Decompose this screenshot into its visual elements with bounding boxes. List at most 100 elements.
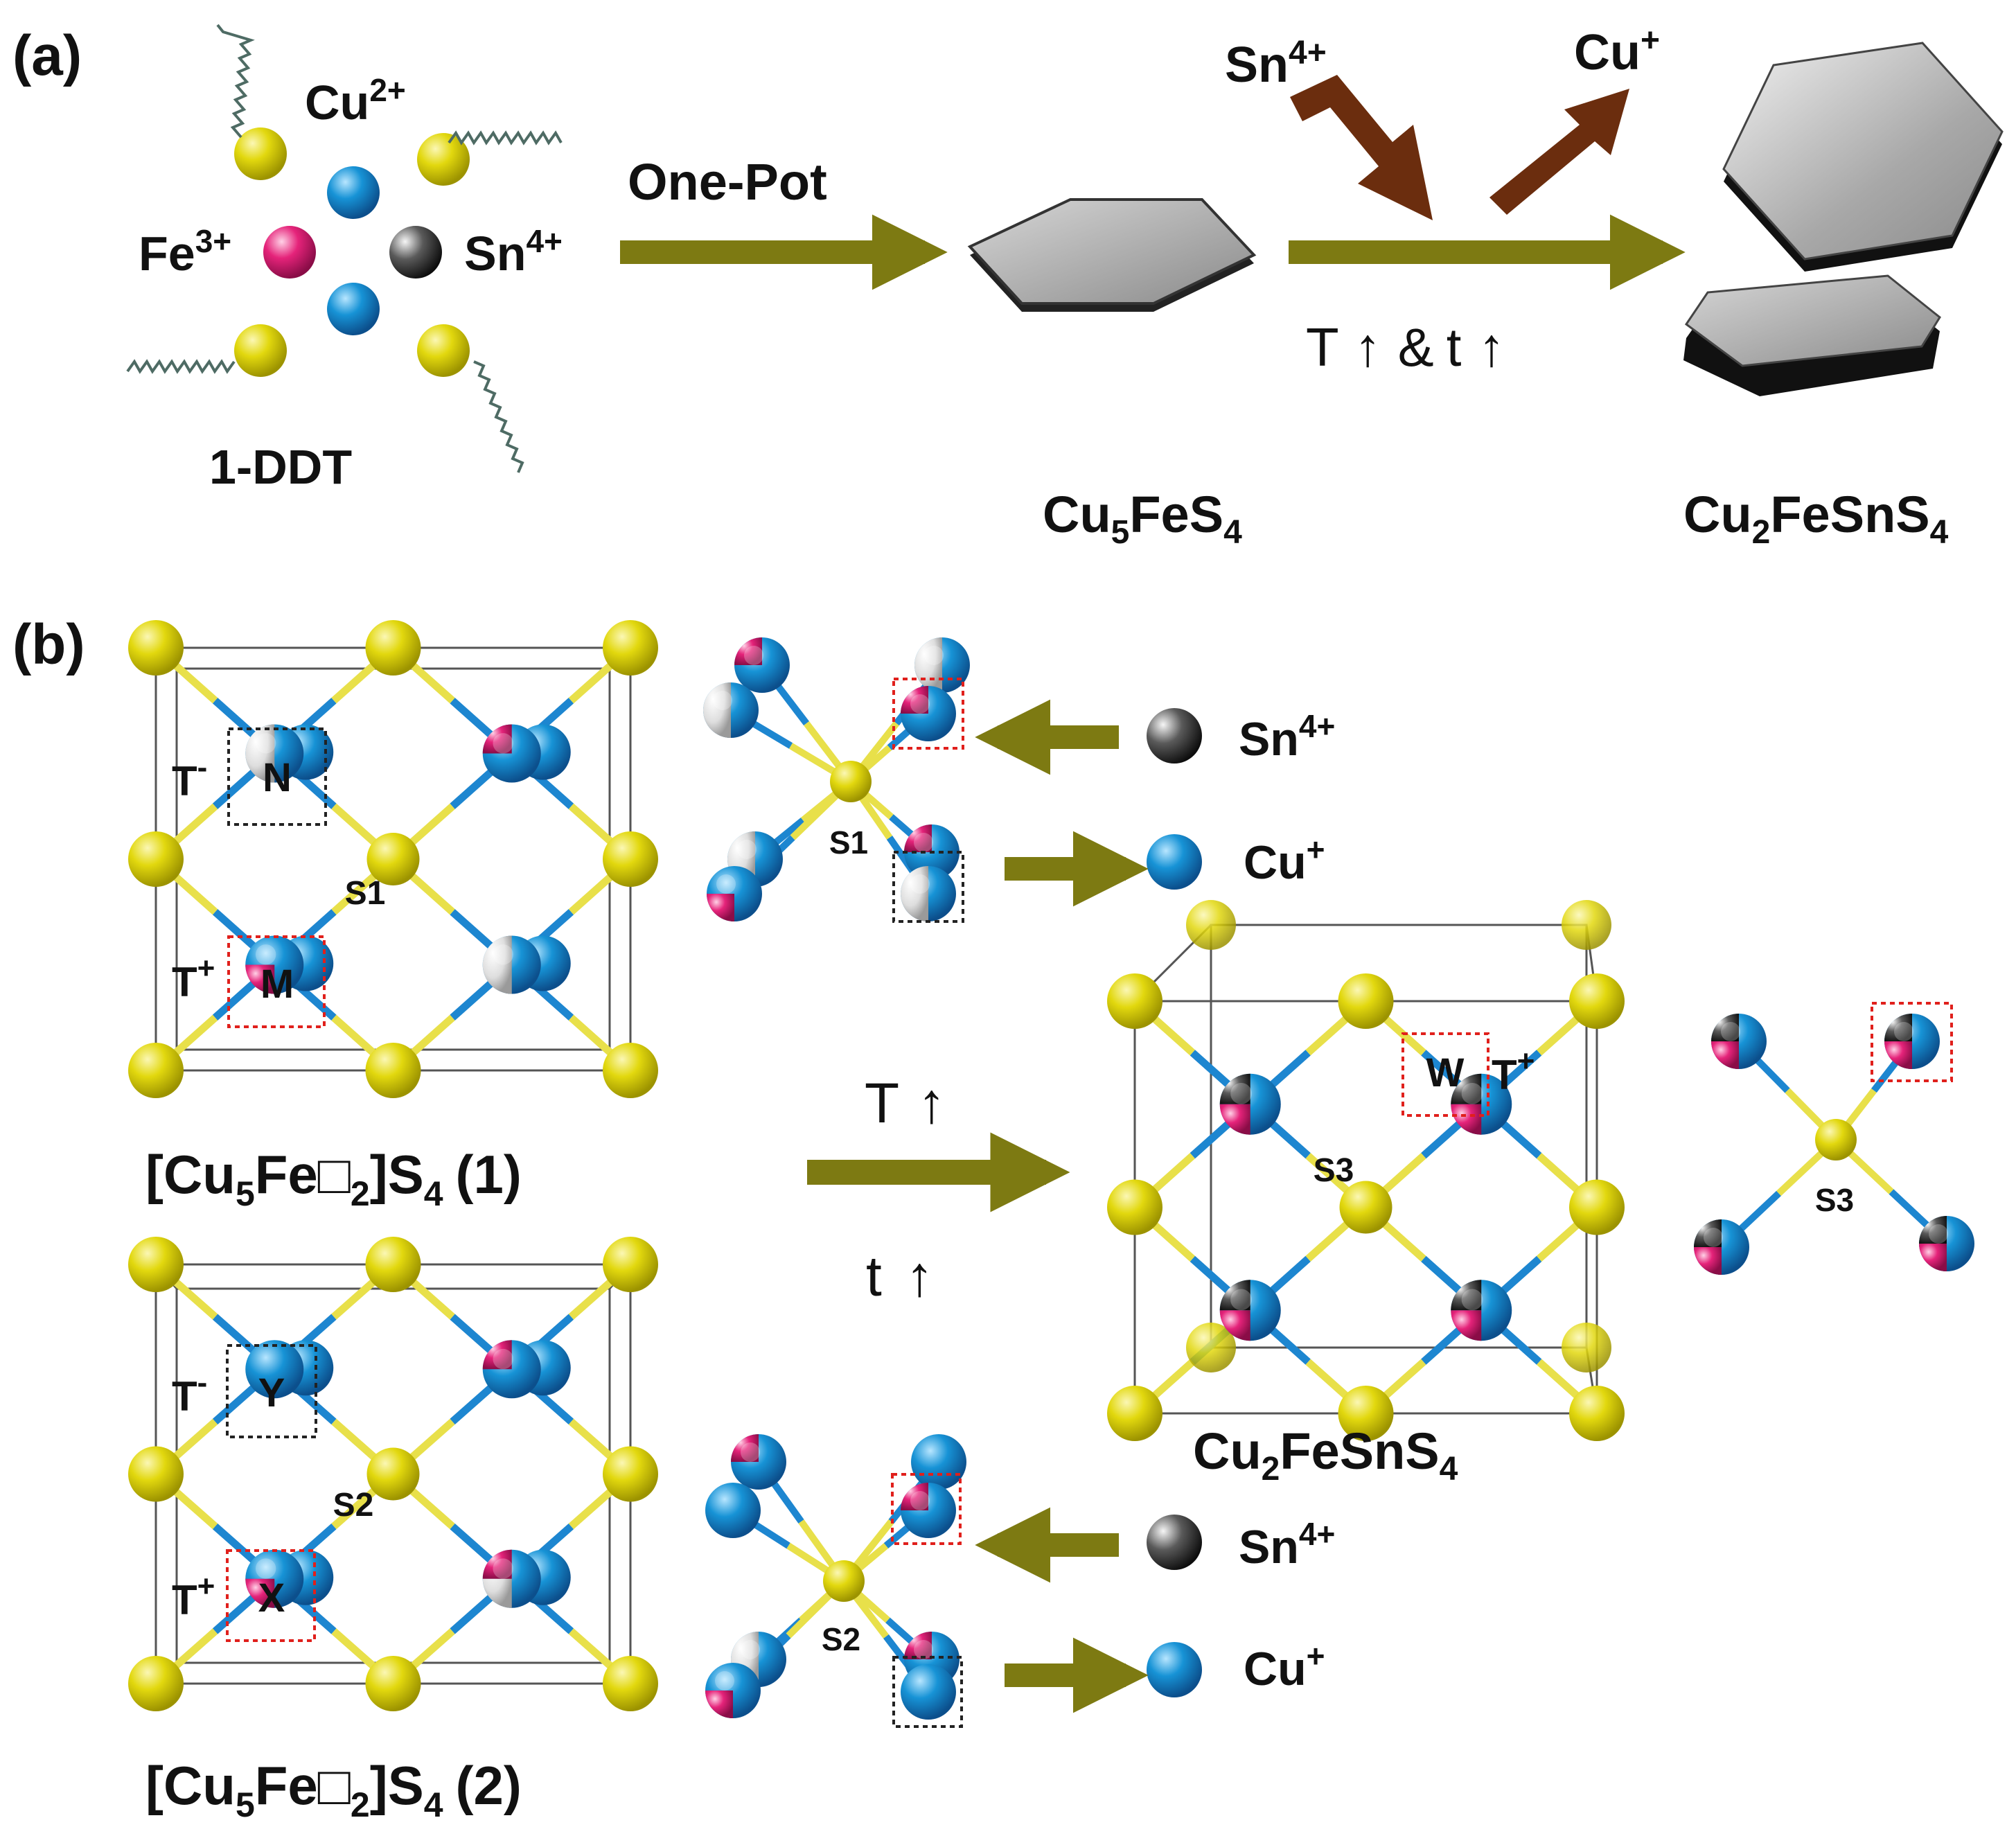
cell3-sulfur-3 xyxy=(1107,1179,1162,1235)
cell3-sulfur-0 xyxy=(1107,973,1162,1029)
legend-cu-label-2: Cu+ xyxy=(1244,1638,1325,1695)
cell2-sulfur-4 xyxy=(366,1447,420,1501)
cell1-sulfur-2 xyxy=(603,620,658,676)
cell2-sulfur-2 xyxy=(603,1237,658,1292)
cell2-metal-3 xyxy=(482,1549,541,1608)
cell2-metal-2 xyxy=(245,1549,304,1608)
precursor-cu-top xyxy=(327,166,380,219)
tetra-s2-metal-1 xyxy=(705,1483,761,1538)
cell1-metal-1 xyxy=(482,724,541,783)
ligand-chain-tr xyxy=(448,130,563,145)
product-structure-caption: Cu2FeSnS4 xyxy=(1193,1422,1458,1488)
tetra-s2-metal-2 xyxy=(911,1434,966,1490)
product-label: Cu2FeSnS4 xyxy=(1683,486,1949,551)
cell3-sulfur-5 xyxy=(1569,1179,1625,1235)
cell2-sulfur-8 xyxy=(603,1656,658,1711)
cell3-sulfur-back-0 xyxy=(1186,900,1236,950)
cu-out-label: Cu+ xyxy=(1574,22,1660,80)
cu2fesns4-plates xyxy=(1683,42,2004,396)
cell2-sulfur-5 xyxy=(603,1446,658,1502)
tetra-s1-metal-1 xyxy=(703,682,759,738)
cell3-sulfur-back-1 xyxy=(1562,900,1611,950)
cell3-metal-1 xyxy=(1451,1073,1512,1135)
tetra-s2-metal-0 xyxy=(731,1434,786,1490)
tetra-s2-metal-3 xyxy=(901,1483,956,1538)
panel-a-label: (a) xyxy=(12,24,82,87)
precursor-s-br xyxy=(417,324,470,377)
sn4-in-label: Sn4+ xyxy=(1225,35,1327,93)
cu2-label: Cu2+ xyxy=(305,72,406,130)
cell1-sulfur-8 xyxy=(603,1043,658,1098)
cell2-metal-0 xyxy=(245,1340,304,1399)
legend-sn-sphere-2 xyxy=(1147,1515,1202,1570)
struct2-caption: [Cu5Fe□2]S4(2) xyxy=(145,1755,522,1824)
ligand-chain-br xyxy=(473,360,524,473)
fe3-label: Fe3+ xyxy=(139,223,231,281)
tetra-s2-metal-5 xyxy=(705,1663,761,1718)
site-box-w xyxy=(1402,1032,1489,1117)
precursor-cu-bottom xyxy=(327,283,380,335)
cell3-sulfur-back-2 xyxy=(1186,1323,1236,1373)
precursor-s-tr xyxy=(417,133,470,186)
site-label-t-minus-1: T- xyxy=(172,750,207,804)
cell2-sulfur-3 xyxy=(128,1446,184,1502)
ligand-chains xyxy=(126,24,563,473)
sulfur-label-s1: S1 xyxy=(345,875,386,912)
time-up-label: t↑ xyxy=(866,1245,934,1308)
tetra-s3-metal-2 xyxy=(1694,1219,1749,1275)
cell2-sulfur-1 xyxy=(365,1237,421,1292)
site-letter-n: N xyxy=(263,755,292,800)
cell2-metal-1 xyxy=(482,1340,541,1399)
site-label-t-minus-2: T- xyxy=(172,1366,207,1420)
tetra-s1-metal-7 xyxy=(901,866,956,921)
precursor-sn xyxy=(389,226,442,279)
cell1-sulfur-7 xyxy=(365,1043,421,1098)
tetra-s1-metal-0 xyxy=(734,637,790,693)
tetra-s2-metal-7 xyxy=(901,1664,956,1720)
site-letter-y: Y xyxy=(258,1370,285,1415)
tetra-s2-box-red xyxy=(891,1473,962,1545)
cu5fes4-plate xyxy=(967,198,1257,312)
tetra-s1-box-red xyxy=(892,678,964,750)
cell2-sulfur-7 xyxy=(365,1656,421,1711)
sulfur-label-s3: S3 xyxy=(1314,1152,1354,1189)
cell1-sulfur-4 xyxy=(366,833,420,885)
precursor-s-bl xyxy=(234,324,287,377)
tetra-s1-label: S1 xyxy=(829,824,868,860)
tetra-s3-metal-0 xyxy=(1711,1014,1767,1069)
site-box-x xyxy=(226,1549,316,1642)
legend-cu-label-1: Cu+ xyxy=(1244,831,1325,889)
cell3-metal-2 xyxy=(1219,1280,1281,1341)
site-letter-w: W xyxy=(1426,1050,1465,1095)
tetra-s2-box-black xyxy=(892,1656,963,1728)
ligand-chain-bl xyxy=(126,359,236,374)
site-letter-m: M xyxy=(260,962,294,1007)
legend-cu-sphere-1 xyxy=(1147,834,1202,890)
site-label-t-plus-2: T+ xyxy=(172,1569,215,1623)
tetra-s3-box-red xyxy=(1871,1002,1953,1082)
cell3-sulfur-2 xyxy=(1569,973,1625,1029)
panel-b-label: (b) xyxy=(12,613,85,676)
legend-sn-sphere-1 xyxy=(1147,708,1202,764)
cell1-metal-0 xyxy=(245,724,304,783)
cell3-sulfur-8 xyxy=(1569,1386,1625,1441)
temperature-up-label: T↑ xyxy=(865,1072,946,1135)
cell1-sulfur-0 xyxy=(128,620,184,676)
site-label-t-plus-3: T+ xyxy=(1492,1044,1535,1098)
tetra-s3-metal-1 xyxy=(1884,1014,1940,1069)
sulfur-label-s2: S2 xyxy=(333,1487,374,1524)
site-box-m xyxy=(227,935,326,1028)
cell1-sulfur-3 xyxy=(128,831,184,887)
intermediate-label: Cu5FeS4 xyxy=(1043,486,1242,551)
cell1-sulfur-5 xyxy=(603,831,658,887)
one-pot-label: One-Pot xyxy=(628,153,827,211)
tetra-s3-label: S3 xyxy=(1815,1182,1854,1218)
ligand-chain-tl xyxy=(216,24,255,139)
cell1-sulfur-6 xyxy=(128,1043,184,1098)
tetra-s1-metal-3 xyxy=(901,686,956,741)
cell3-sulfur-1 xyxy=(1338,973,1394,1029)
legend-sn-label-1: Sn4+ xyxy=(1239,708,1335,766)
tetra-s2-center-sulfur xyxy=(823,1560,865,1602)
site-letter-x: X xyxy=(258,1576,285,1621)
cell1-metal-3 xyxy=(482,935,541,994)
